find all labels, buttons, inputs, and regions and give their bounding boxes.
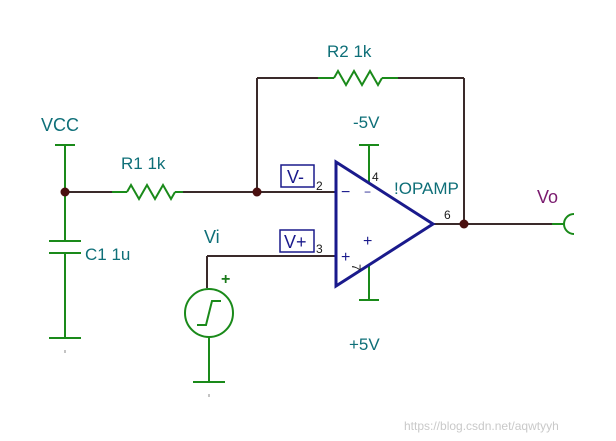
c1-label: C1 1u <box>85 245 130 264</box>
junction-node-inv <box>252 187 262 197</box>
junction-node-vcc <box>60 187 70 197</box>
output-terminal-icon <box>563 213 575 235</box>
source-plus-symbol: + <box>221 271 230 288</box>
pin-number-out: 6 <box>444 208 451 222</box>
vi-label: Vi <box>204 227 220 247</box>
opamp-triangle <box>334 159 436 289</box>
pin-number-inv: 2 <box>316 179 323 193</box>
vo-label: Vo <box>537 187 558 207</box>
net-tag-vminus: V- <box>280 164 315 188</box>
pin-number-vpos: 7 <box>349 264 363 271</box>
r1-label: R1 1k <box>121 154 166 173</box>
resistor-r2 <box>318 68 398 88</box>
neg-supply-label: -5V <box>353 113 380 132</box>
opamp-label: !OPAMP <box>394 179 459 198</box>
pin-number-vneg: 4 <box>372 170 379 184</box>
opamp-noninv-plus: + <box>363 233 372 250</box>
step-source-icon <box>184 288 234 383</box>
resistor-r1 <box>112 182 183 202</box>
wires <box>65 77 552 288</box>
vcc-label: VCC <box>41 115 79 135</box>
opamp-inv-minus: − <box>364 185 371 199</box>
net-tag-vplus: V+ <box>279 229 315 253</box>
vcc-terminal <box>55 144 75 192</box>
opamp-plus-symbol: + <box>341 249 350 266</box>
r2-label: R2 1k <box>327 42 372 61</box>
junction-node-out <box>459 219 469 229</box>
capacitor-c1 <box>49 192 81 338</box>
pin-number-noninv: 3 <box>316 242 323 256</box>
pos-supply-label: +5V <box>349 335 380 354</box>
svg-text:V-: V- <box>287 167 304 187</box>
opamp-minus-symbol: − <box>341 184 350 201</box>
watermark: https://blog.csdn.net/aqwtyyh <box>404 419 559 433</box>
svg-text:V+: V+ <box>284 232 307 252</box>
